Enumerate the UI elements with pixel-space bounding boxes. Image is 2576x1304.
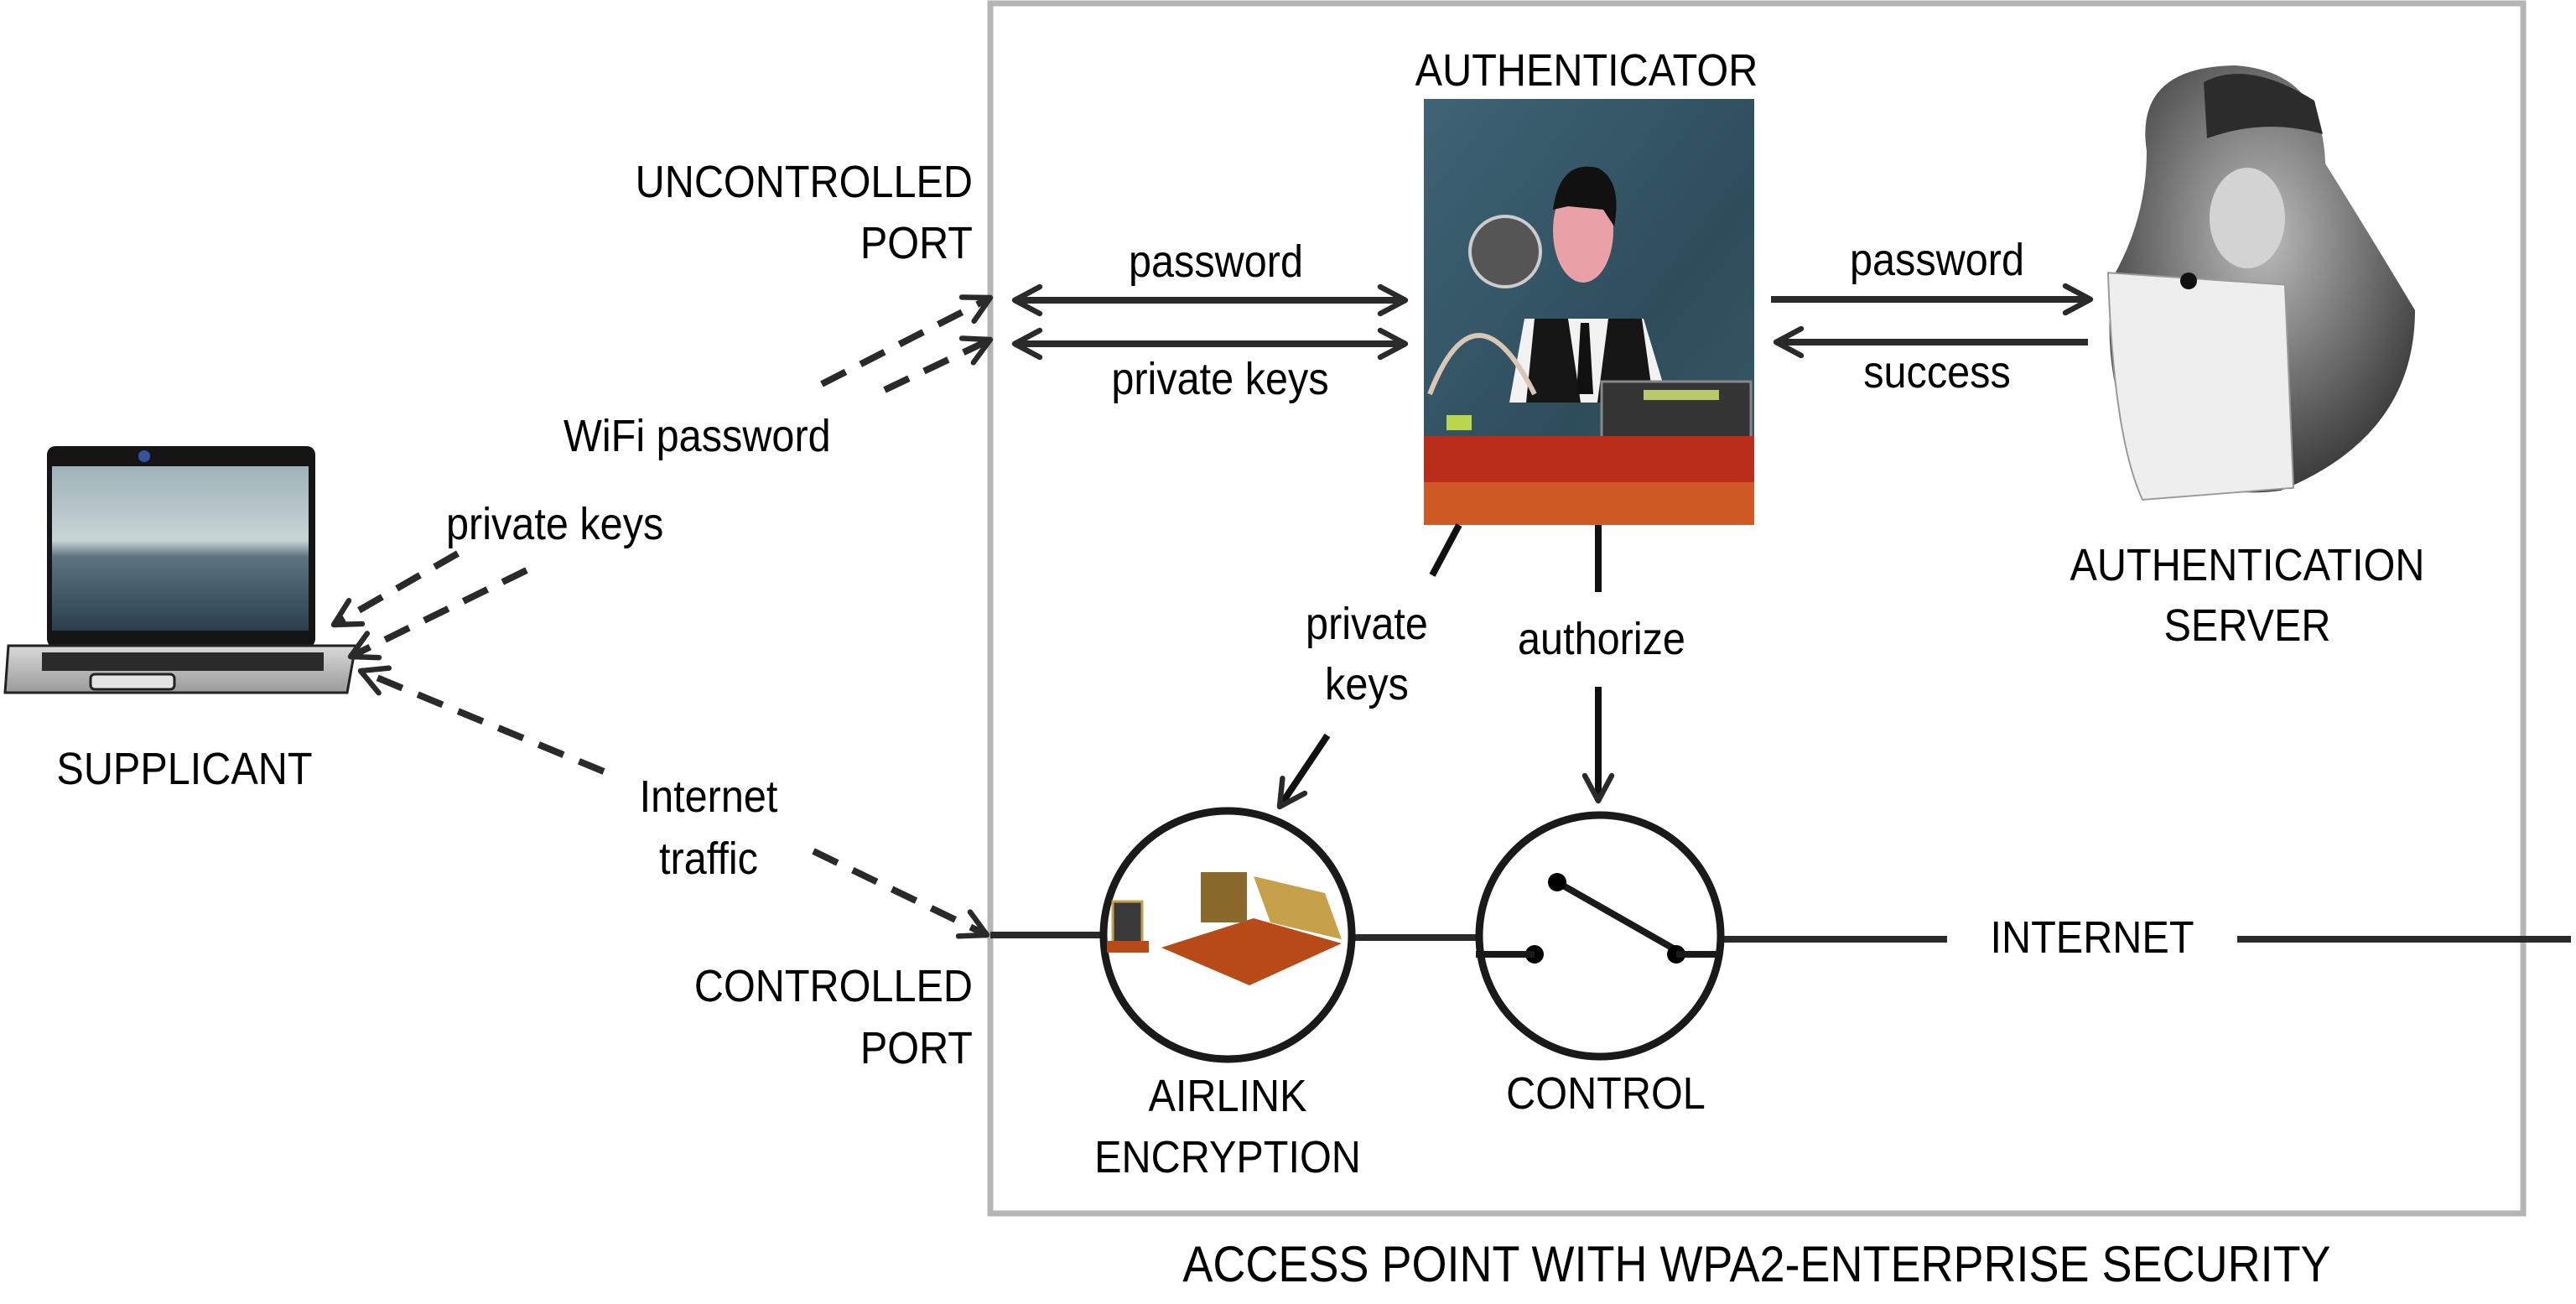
authentication-server-label-line1: AUTHENTICATION: [2070, 540, 2425, 590]
control-label: CONTROL: [1506, 1068, 1706, 1119]
controlled-port-label-line1: CONTROLLED: [693, 961, 973, 1011]
password-label-server: password: [1849, 235, 2024, 285]
uncontrolled-port-label-line1: UNCONTROLLED: [635, 157, 973, 207]
private-keys-label-encryption-line1: private: [1306, 599, 1428, 649]
authorize-label: authorize: [1518, 614, 1685, 664]
airlink-encryption-label-line1: AIRLINK: [1148, 1071, 1307, 1121]
supplicant-label: SUPPLICANT: [56, 744, 313, 794]
airlink-encryption-label-line2: ENCRYPTION: [1094, 1132, 1361, 1182]
internet-traffic-label-line2: traffic: [659, 834, 758, 884]
private-keys-line-top: [1429, 523, 1462, 577]
private-keys-arrow-1: [330, 550, 460, 628]
private-keys-label-port: private keys: [1111, 354, 1329, 404]
authentication-server-photo[interactable]: [2106, 65, 2415, 501]
diagram-title: ACCESS POINT WITH WPA2-ENTERPRISE SECURI…: [1182, 1236, 2331, 1292]
password-label-port: password: [1128, 236, 1303, 287]
authenticator-illustration[interactable]: [1424, 99, 1754, 525]
laptop-icon[interactable]: [3, 446, 357, 694]
controlled-port-label-line2: PORT: [860, 1023, 973, 1073]
wifi-password-arrow-2: [883, 335, 994, 393]
private-keys-arrow-2: [347, 567, 528, 661]
private-keys-label-encryption-line2: keys: [1325, 659, 1409, 709]
internet-traffic-label-line1: Internet: [639, 771, 778, 822]
cipher-machine-icon: [1107, 872, 1342, 985]
internet-traffic-arrow-down: [812, 848, 990, 939]
control-switch-circle[interactable]: [1475, 811, 1725, 1061]
success-label-server: success: [1863, 347, 2011, 397]
private-keys-to-encryption-arrow: [1276, 733, 1331, 810]
wifi-password-label: WiFi password: [564, 411, 831, 461]
access-point-box: [987, 0, 2527, 1217]
internet-traffic-arrow-up: [357, 665, 605, 775]
uncontrolled-port-label-line2: PORT: [860, 218, 973, 268]
authenticator-label: AUTHENTICATOR: [1415, 45, 1758, 96]
internet-label: INTERNET: [1990, 912, 2194, 963]
private-keys-label-supplicant: private keys: [446, 499, 664, 549]
switch-icon: [1476, 873, 1721, 964]
authentication-server-label-line2: SERVER: [2163, 600, 2331, 651]
wifi-password-arrow-1: [820, 294, 994, 387]
